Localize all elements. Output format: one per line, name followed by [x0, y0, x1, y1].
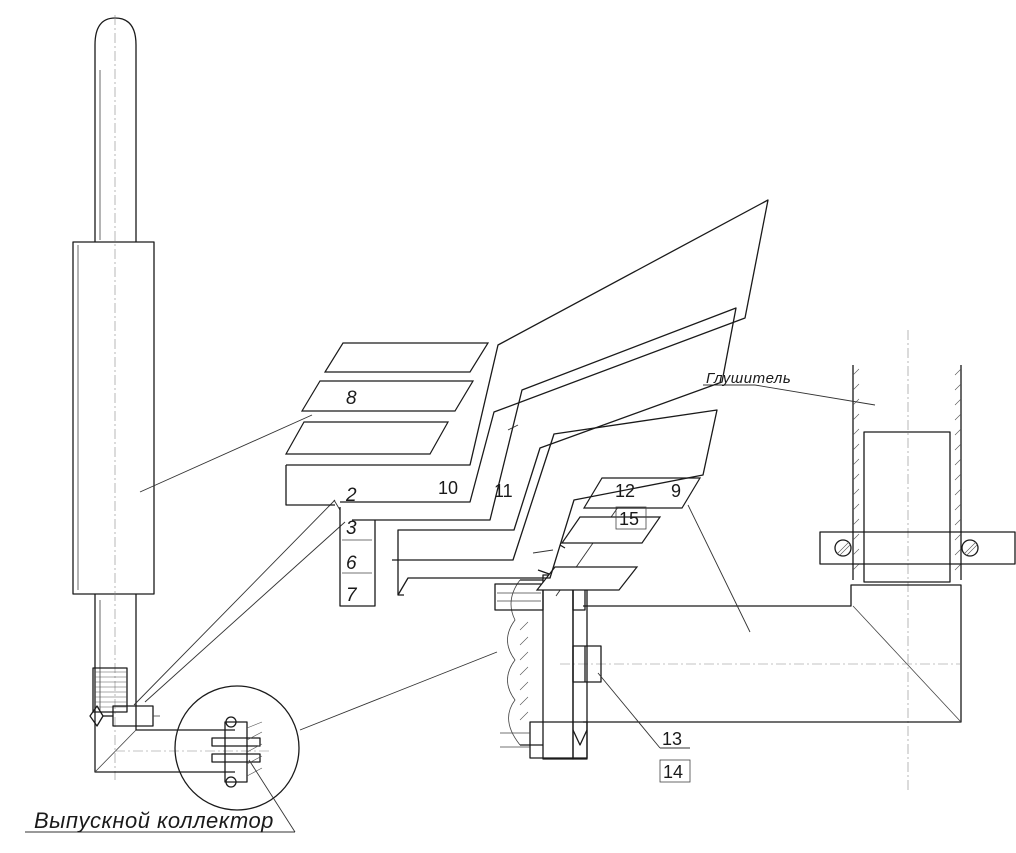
label-3: 3	[346, 518, 357, 539]
flange-hatching	[519, 621, 529, 721]
label-11: 11	[494, 481, 513, 501]
label-13: 13	[662, 729, 682, 749]
label-10: 10	[438, 478, 458, 498]
muffler-mount-assembly	[560, 330, 1016, 790]
label-12: 12	[615, 481, 635, 501]
exhaust-manifest-label: Выпускной коллектор	[34, 808, 274, 833]
label-6: 6	[346, 553, 357, 574]
detail-view-circle	[174, 685, 300, 811]
muffler-label: Глушитель	[706, 370, 791, 387]
exhaust-pipe-assembly	[72, 15, 300, 811]
label-14: 14	[663, 762, 683, 782]
position-labels: 8 2 3 6 7 10 11 12 9 15 13 14 Глушитель …	[34, 370, 791, 833]
callout-shelves	[284, 199, 769, 607]
pipe-thread-hatching	[95, 671, 127, 708]
label-8: 8	[346, 388, 357, 409]
label-9: 9	[671, 481, 681, 501]
leader-lines	[25, 384, 876, 833]
label-7: 7	[346, 585, 358, 606]
label-2: 2	[345, 485, 357, 506]
label-15: 15	[619, 509, 639, 529]
muffler-pipe-hatching	[852, 368, 962, 571]
